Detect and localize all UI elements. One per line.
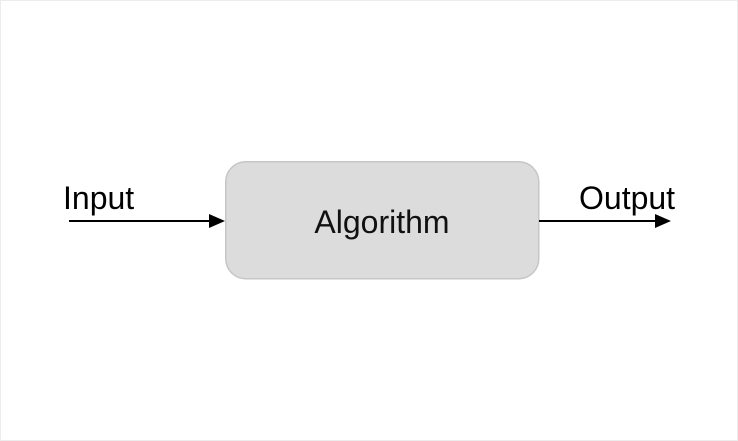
output-arrow: [539, 214, 671, 228]
input-arrow: [69, 214, 225, 228]
output-arrowhead-icon: [655, 214, 671, 228]
input-arrowhead-icon: [209, 214, 225, 228]
input-label: Input: [63, 180, 134, 216]
algorithm-process-box: [225, 161, 540, 280]
algorithm-label: Algorithm: [314, 204, 449, 240]
output-label: Output: [579, 180, 675, 216]
